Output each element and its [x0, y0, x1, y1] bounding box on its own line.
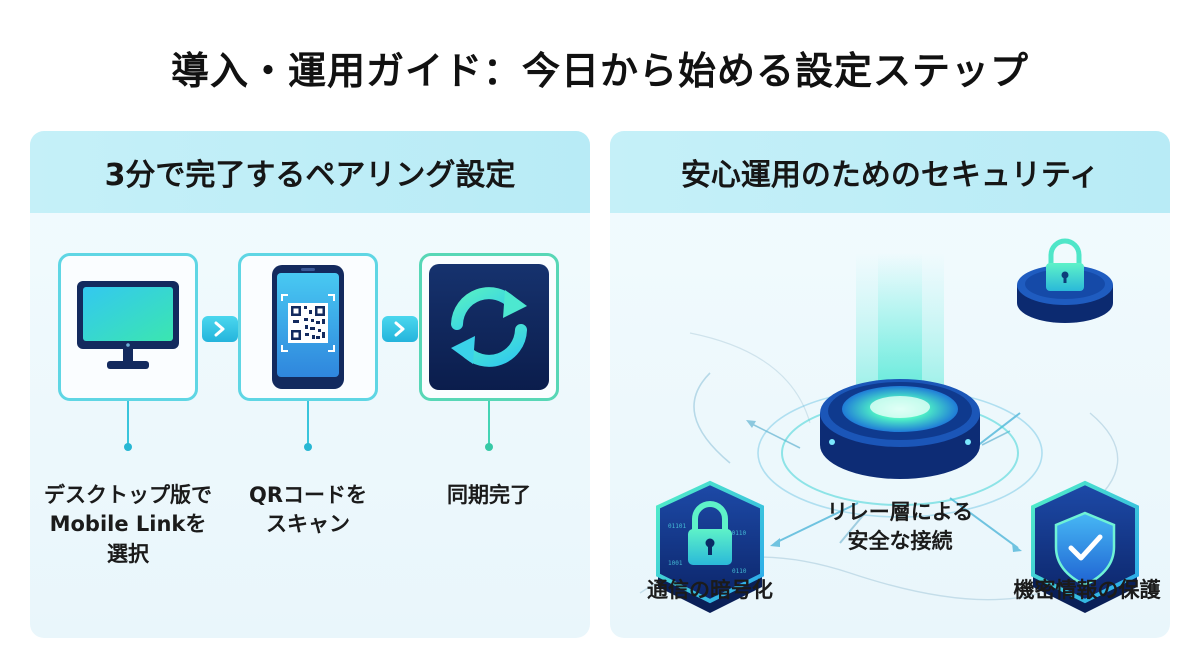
- encryption-label: 通信の暗号化: [647, 578, 773, 602]
- small-lock-icon: [1017, 238, 1113, 323]
- pairing-heading: 3分で完了するペアリング設定: [30, 131, 590, 213]
- security-diagram: 01101 10110 1001 0110: [639, 238, 1139, 613]
- sync-arrows-icon: [429, 264, 549, 390]
- step-arrow-1: [202, 316, 238, 342]
- step-card-sync: [419, 253, 559, 401]
- connector-dot-3: [485, 443, 493, 451]
- svg-text:01101: 01101: [668, 523, 686, 530]
- protection-label: 機密情報の保護: [1013, 578, 1161, 602]
- connector-dot-2: [304, 443, 312, 451]
- connector-line-3: [488, 401, 490, 447]
- padlock-icon: 01101 10110 1001 0110: [656, 480, 764, 613]
- connector-line-2: [307, 401, 309, 447]
- svg-text:0110: 0110: [732, 568, 747, 575]
- svg-text:10110: 10110: [728, 530, 746, 537]
- security-heading: 安心運用のためのセキュリティ: [610, 131, 1170, 213]
- connector-dot-1: [124, 443, 132, 451]
- page-title: 導入・運用ガイド：今日から始める設定ステップ: [170, 49, 1029, 93]
- relay-label: リレー層による 安全な接続: [826, 500, 974, 554]
- step-label-1: デスクトップ版で Mobile Linkを 選択: [44, 483, 212, 566]
- relay-hub-icon: [820, 379, 980, 479]
- svg-text:1001: 1001: [668, 560, 683, 567]
- step-label-3: 同期完了: [447, 483, 531, 507]
- step-arrow-2: [382, 316, 418, 342]
- shield-check-icon: [1031, 480, 1139, 613]
- desktop-monitor-icon: [77, 281, 179, 369]
- connector-line-1: [127, 401, 129, 447]
- pairing-panel: 3分で完了するペアリング設定: [30, 131, 590, 638]
- step-label-2: QRコードを スキャン: [248, 483, 368, 537]
- security-panel: 安心運用のためのセキュリティ: [610, 131, 1170, 638]
- step-card-qr: [238, 253, 378, 401]
- phone-qr-code-icon: [272, 265, 344, 389]
- step-card-desktop: [58, 253, 198, 401]
